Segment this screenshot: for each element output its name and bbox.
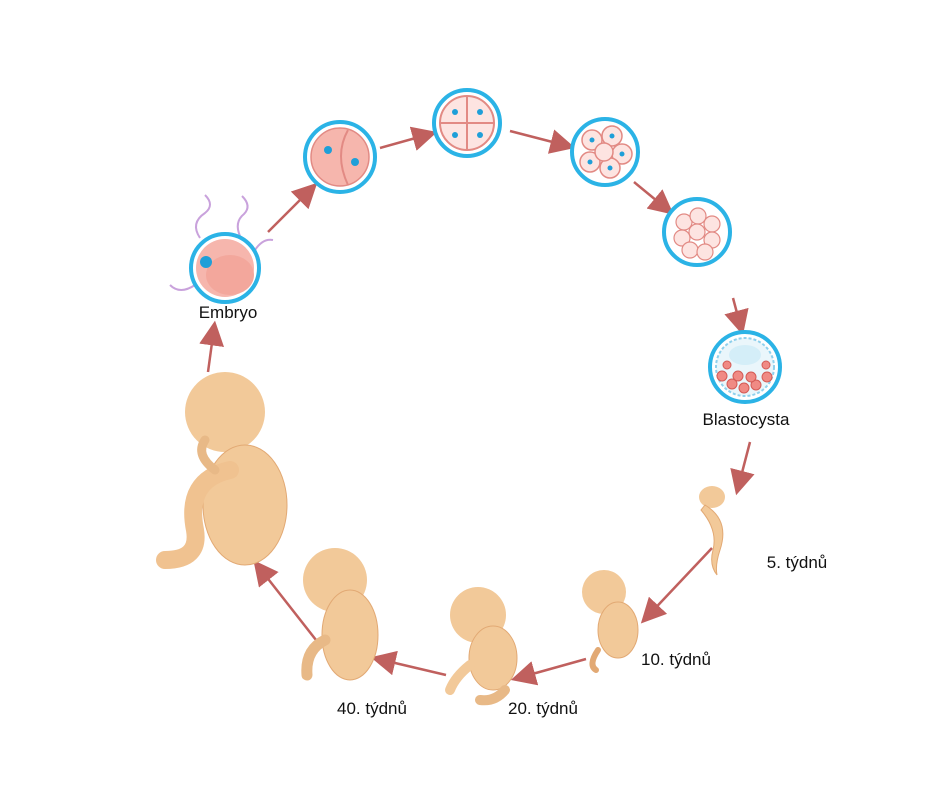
fetus-40-weeks-icon: [301, 548, 379, 681]
arrow-5w-to-10w: [640, 547, 713, 624]
fertilized-egg-icon: [169, 194, 274, 304]
two-cell-stage-icon: [303, 120, 377, 194]
arrow-egg-to-2cell: [267, 182, 318, 233]
arrow-40w-to-term: [253, 560, 317, 641]
fetus-5-weeks-icon: [699, 486, 725, 576]
arrow-4cell-to-8cell: [509, 129, 576, 154]
four-cell-stage-icon: [432, 88, 502, 158]
label-embryo: Embryo: [198, 303, 258, 322]
eight-cell-stage-icon: [570, 117, 640, 187]
fetus-20-weeks-icon: [445, 587, 518, 706]
label-5-weeks: 5. týdnů: [766, 553, 828, 572]
label-20-weeks: 20. týdnů: [508, 699, 578, 718]
fetus-full-term-icon: [156, 372, 288, 569]
label-40-weeks: 40. týdnů: [337, 699, 407, 718]
label-blastocyst: Blastocysta: [702, 410, 790, 429]
arrow-10w-to-20w: [510, 657, 587, 686]
blastocyst-icon: [708, 330, 782, 404]
arrow-term-to-embryo: [199, 320, 225, 373]
arrow-2cell-to-4cell: [379, 126, 438, 151]
arrow-morula-to-blastocyst: [724, 297, 749, 336]
label-10-weeks: 10. týdnů: [641, 650, 711, 669]
fetus-10-weeks-icon: [582, 570, 639, 673]
arrow-blastocyst-to-5w: [730, 441, 755, 496]
arrow-20w-to-40w: [370, 650, 447, 677]
arrow-8cell-to-morula: [633, 181, 674, 215]
morula-icon: [662, 197, 732, 267]
